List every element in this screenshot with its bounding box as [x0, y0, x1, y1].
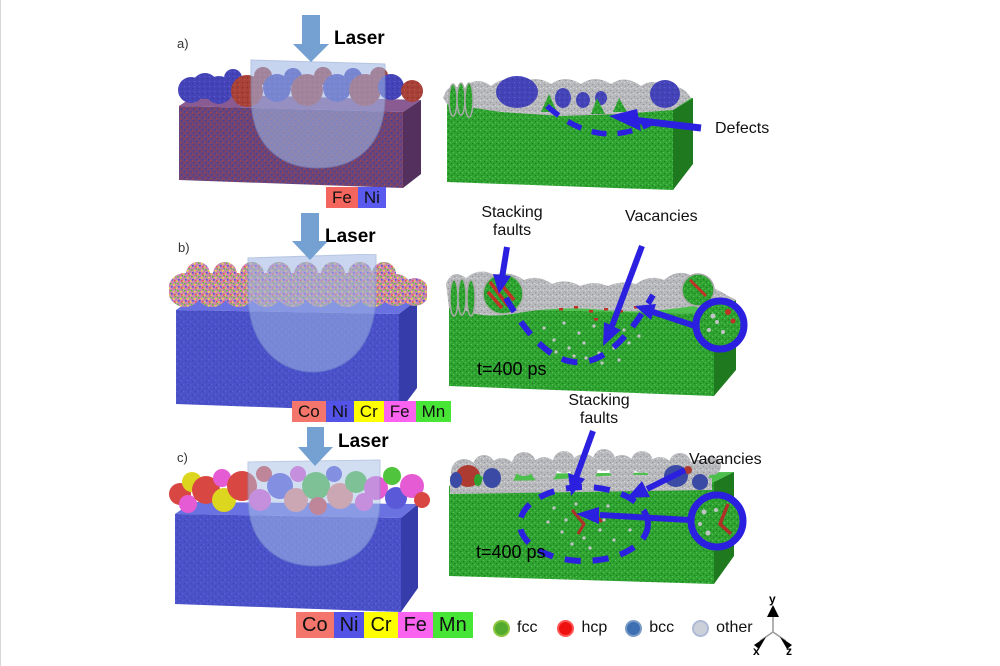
annotation-arrow-icon-vacancies-c — [627, 467, 687, 498]
legend-item-other: other — [692, 619, 753, 637]
panel-c-label: c) — [177, 450, 188, 465]
legend-item-hcp: hcp — [557, 619, 607, 637]
annotation-arrow-icon-inset-c — [576, 507, 691, 524]
legend-feni: Fe Ni — [326, 187, 386, 208]
panel-c-left-hea-balls-initial — [169, 459, 430, 612]
panel-a-left-feni-initial — [178, 59, 423, 188]
other-dot-icon — [692, 619, 710, 637]
legend-swatch-fe: Fe — [383, 401, 416, 422]
legend-swatch-cr: Cr — [364, 612, 398, 638]
time-label-c: t=400 ps — [476, 542, 546, 562]
annotation-arrow-icon-defects — [609, 109, 702, 132]
panel-a-label: a) — [177, 36, 189, 51]
axis-x-label: x — [753, 644, 760, 658]
resolidified-green-spikes-a — [541, 94, 627, 114]
magnified-inset-b — [692, 297, 748, 353]
laser-beam-region-a — [250, 59, 386, 169]
legend-swatch-co: Co — [296, 612, 334, 638]
annotation-arrow-icon-vacancies-b — [603, 244, 645, 346]
defect-region-outline-a — [545, 103, 655, 137]
legend-swatch-co: Co — [292, 401, 326, 422]
legend-swatch-cr: Cr — [353, 401, 384, 422]
panel-b-left-hea-initial — [169, 254, 427, 412]
laser-arrow-icon-c — [298, 427, 333, 466]
side-particle-slices-b — [449, 278, 476, 317]
laser-label-b: Laser — [325, 226, 376, 247]
legend-swatch-ni: Ni — [325, 401, 354, 422]
legend-hea-bottom: Co Ni Cr Fe Mn — [296, 612, 473, 638]
bcc-dot-icon — [625, 619, 643, 637]
legend-structure: fcc hcp bcc other — [493, 619, 753, 637]
vacancies-label-c: Vacancies — [689, 451, 762, 468]
magnified-inset-c — [687, 491, 747, 551]
panel-b-label: b) — [178, 240, 190, 255]
fcc-label: fcc — [517, 619, 538, 636]
hcp-label: hcp — [581, 619, 608, 636]
legend-swatch-ni: Ni — [333, 612, 365, 638]
laser-arrow-icon-b — [292, 213, 328, 260]
stacking-faults-label-b: Stacking faults — [481, 204, 543, 239]
legend-swatch-mn: Mn — [432, 612, 473, 638]
axis-z-label: z — [786, 644, 792, 658]
side-particle-slices-a — [448, 82, 474, 118]
axis-triad-icon — [754, 605, 792, 649]
annotation-arrow-icon-stacking-b — [493, 246, 511, 294]
panel-a-right-feni-final — [443, 76, 693, 190]
panel-b-right-hea-final — [446, 271, 736, 396]
annotation-arrow-icon-inset-b — [635, 304, 699, 330]
time-label-b: t=400 ps — [477, 359, 547, 379]
laser-arrow-icon-a — [293, 15, 329, 62]
vacancies-label-b: Vacancies — [625, 208, 698, 225]
legend-swatch-fe: Fe — [326, 187, 358, 208]
legend-item-fcc: fcc — [493, 619, 537, 637]
laser-label-a: Laser — [334, 28, 385, 49]
melt-pool-outline-c — [517, 484, 651, 564]
fcc-dot-icon — [493, 619, 510, 637]
stacking-faults-label-c: Stacking faults — [568, 392, 630, 427]
melt-pool-outline-b — [503, 293, 656, 366]
legend-item-bcc: bcc — [625, 619, 674, 637]
bcc-label: bcc — [649, 619, 675, 636]
legend-swatch-ni: Ni — [357, 187, 386, 208]
laser-beam-region-b — [247, 254, 377, 373]
axis-y-label: y — [769, 592, 776, 606]
defects-label: Defects — [715, 120, 770, 137]
right-edge-particle-b — [681, 273, 715, 307]
legend-swatch-mn: Mn — [415, 401, 452, 422]
legend-hea-mid: Co Ni Cr Fe Mn — [292, 401, 452, 422]
hcp-dot-icon — [557, 619, 575, 637]
bcc-particles-a — [496, 76, 680, 108]
legend-swatch-fe: Fe — [397, 612, 433, 638]
laser-label-c: Laser — [338, 431, 389, 452]
other-label: other — [716, 619, 753, 636]
laser-beam-region-c — [247, 459, 381, 567]
